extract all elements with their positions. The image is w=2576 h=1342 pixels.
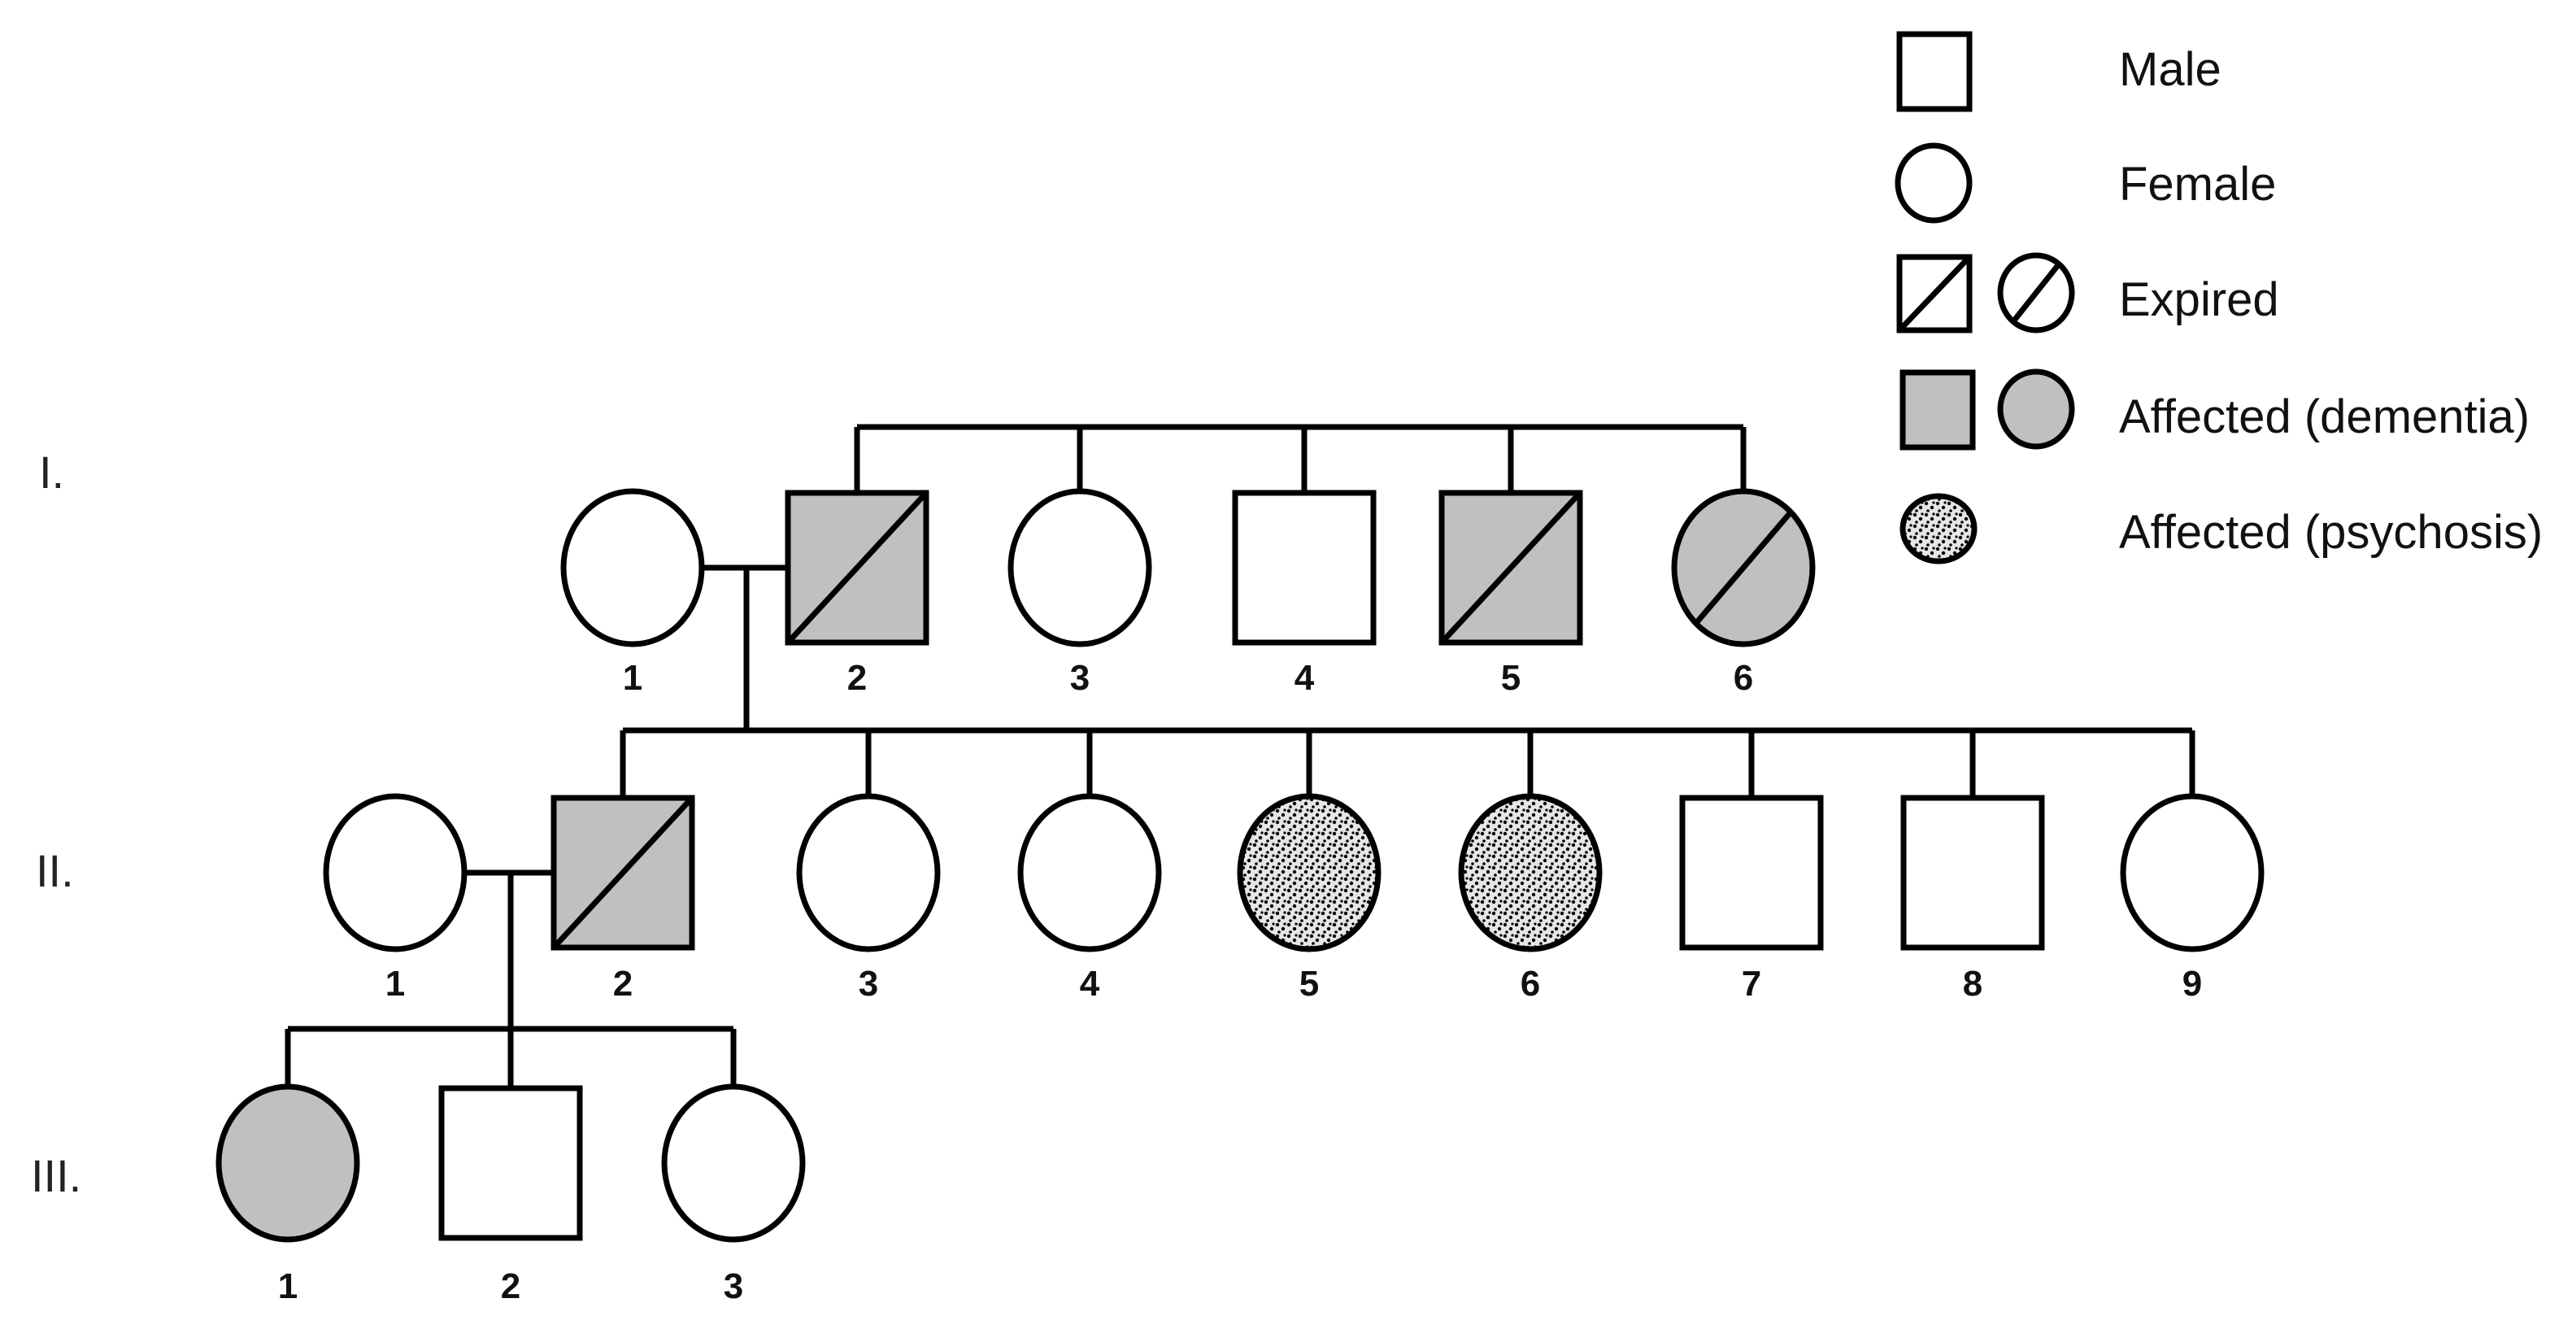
individual-male-2-8 bbox=[1900, 795, 2045, 951]
individual-female-1-1 bbox=[560, 488, 705, 647]
generation-label-II: II. bbox=[36, 845, 74, 896]
individual-female-2-1 bbox=[323, 793, 468, 952]
individual-number-1-4: 4 bbox=[1295, 658, 1315, 698]
generation-label-I: I. bbox=[39, 447, 64, 498]
legend-male-symbol bbox=[1896, 31, 1973, 112]
individual-number-1-5: 5 bbox=[1501, 658, 1521, 698]
individual-number-1-2: 2 bbox=[847, 658, 867, 698]
individual-number-3-1: 1 bbox=[278, 1266, 298, 1306]
individual-number-2-2: 2 bbox=[613, 964, 633, 1004]
individual-male-2-7 bbox=[1679, 795, 1824, 951]
individual-female-2-4 bbox=[1017, 793, 1162, 952]
individual-female-3-1 bbox=[215, 1083, 360, 1243]
legend: Male Female Expired Affected (dementia) … bbox=[1895, 31, 2543, 564]
individual-female-3-3 bbox=[661, 1083, 806, 1243]
legend-female-symbol bbox=[1895, 142, 1973, 224]
individual-number-2-3: 3 bbox=[859, 964, 878, 1004]
individual-number-3-3: 3 bbox=[724, 1266, 743, 1306]
legend-psychosis-symbol bbox=[1899, 493, 1978, 564]
expired-slash-2-2 bbox=[551, 795, 694, 950]
individual-number-3-2: 2 bbox=[501, 1266, 520, 1306]
individual-number-2-8: 8 bbox=[1963, 964, 1982, 1004]
legend-dementia-label: Affected (dementia) bbox=[2119, 390, 2530, 443]
pedigree-lines bbox=[285, 424, 2195, 1090]
legend-expired-male-slash bbox=[1897, 255, 1972, 333]
individual-female-2-6 bbox=[1458, 793, 1603, 952]
legend-female-label: Female bbox=[2119, 158, 2276, 211]
expired-slash-1-5 bbox=[1439, 490, 1582, 645]
legend-dementia-male-symbol bbox=[1899, 369, 1976, 451]
individual-male-3-2 bbox=[438, 1085, 583, 1241]
legend-male-label: Male bbox=[2119, 43, 2221, 96]
expired-slash-1-2 bbox=[785, 490, 929, 645]
individual-female-2-5 bbox=[1237, 793, 1382, 952]
legend-expired-female-slash bbox=[2012, 263, 2060, 323]
individual-number-1-3: 3 bbox=[1070, 658, 1090, 698]
individual-female-1-3 bbox=[1007, 488, 1152, 647]
generation-label-III: III. bbox=[31, 1150, 81, 1201]
individual-number-2-1: 1 bbox=[385, 964, 405, 1004]
individual-female-2-9 bbox=[2120, 793, 2265, 952]
individual-number-2-7: 7 bbox=[1742, 964, 1761, 1004]
legend-psychosis-label: Affected (psychosis) bbox=[2119, 506, 2543, 559]
pedigree-individuals: 1 2 3 4 5 6 1 2 3 4 5 6 7 8 9 1 2 3 bbox=[215, 488, 2265, 1306]
individual-number-2-6: 6 bbox=[1521, 964, 1540, 1004]
legend-dementia-female-symbol bbox=[1997, 368, 2075, 450]
expired-slash-1-6 bbox=[1694, 510, 1793, 625]
individual-male-1-4 bbox=[1232, 490, 1377, 646]
individual-number-2-9: 9 bbox=[2182, 964, 2202, 1004]
individual-number-2-5: 5 bbox=[1299, 964, 1319, 1004]
individual-female-2-3 bbox=[796, 793, 941, 952]
individual-number-1-6: 6 bbox=[1734, 658, 1753, 698]
individual-number-1-1: 1 bbox=[623, 658, 642, 698]
individual-number-2-4: 4 bbox=[1080, 964, 1100, 1004]
legend-expired-label: Expired bbox=[2119, 273, 2279, 326]
